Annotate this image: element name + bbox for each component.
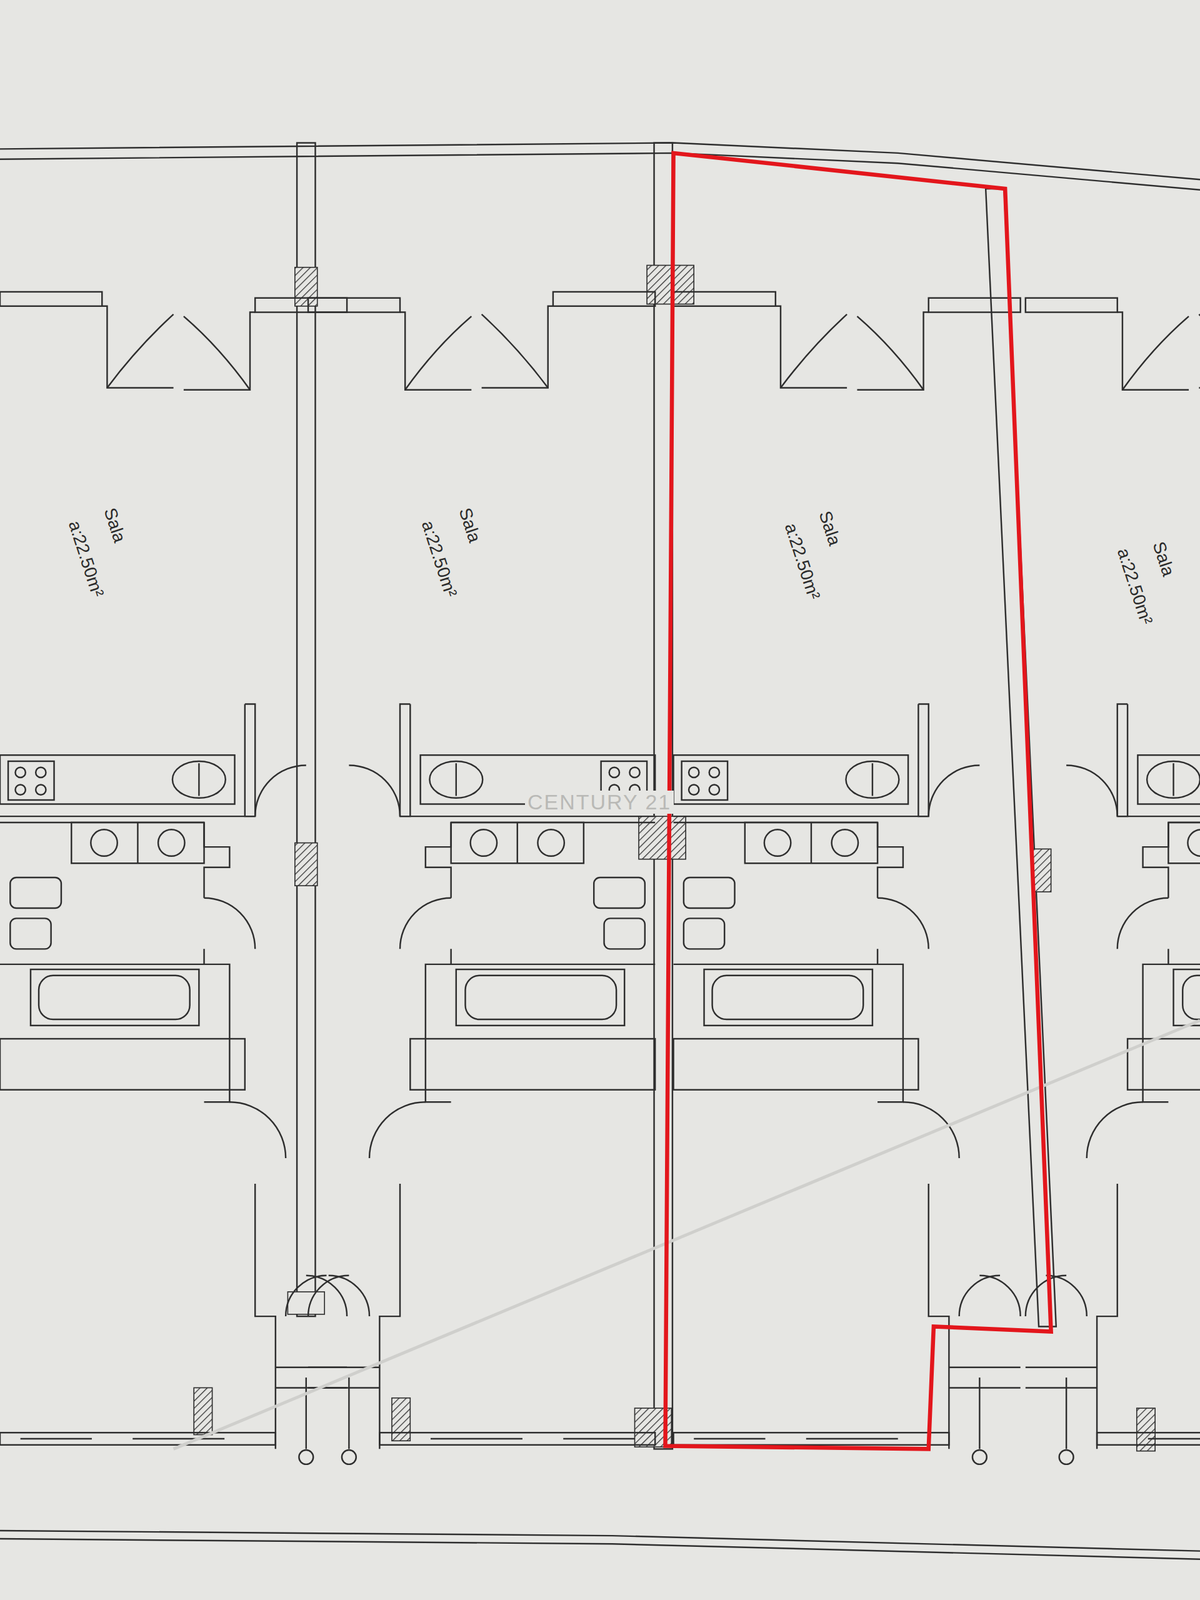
- room-name: Sala: [1148, 539, 1179, 579]
- watermark: CENTURY 21: [525, 790, 674, 814]
- room-name: Sala: [815, 508, 845, 549]
- area-label: a:22.50m²: [417, 518, 460, 600]
- area-label: a:22.50m²: [780, 520, 824, 602]
- area-label: a:22.50m²: [64, 518, 107, 600]
- room-name: Sala: [100, 505, 130, 545]
- room-name: Sala: [455, 505, 485, 545]
- area-label: a:22.50m²: [1113, 546, 1156, 627]
